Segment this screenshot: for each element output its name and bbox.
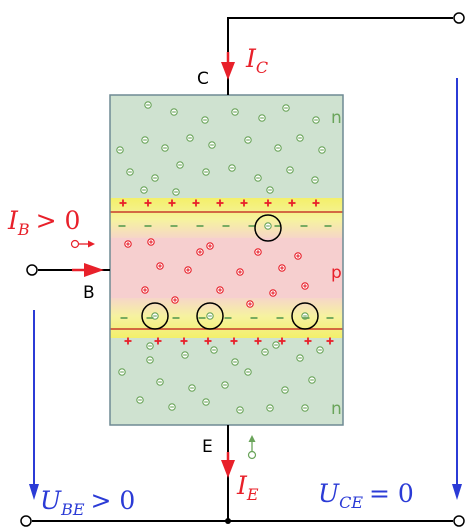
recombination-circle [254,214,282,242]
ground-node [225,518,231,524]
ground-terminal-right [453,515,465,527]
base-current-arrow [72,263,104,277]
collector-wire [227,17,453,95]
collector-terminal [453,12,465,24]
free-electrons [116,101,326,414]
base-current-label: IB> 0 [7,206,80,239]
recombination-circle [291,302,319,330]
n-region-bottom-label: n [331,399,342,419]
collector-current-label: IC [245,44,268,77]
hole-flow-arrow-icon [70,239,95,249]
emitter-current-label: IE [236,471,259,504]
n-region-emitter [110,338,343,425]
recombination-circle [141,302,169,330]
semiconductor-outline [109,94,344,426]
emitter-current-arrow [221,452,235,478]
base-terminal [26,264,38,276]
fixed-negative-charges [118,225,334,319]
p-region-label: p [331,263,342,283]
collector-current-arrow [221,52,235,80]
n-region-collector [110,95,343,198]
recombination-circle [196,302,224,330]
ube-voltage-label: UBE> 0 [40,486,135,519]
holes [124,238,309,308]
collector-label: C [197,69,209,89]
uce-voltage-label: UCE= 0 [318,479,414,512]
fixed-positive-charges [119,199,334,345]
electron-flow-arrow-icon [247,435,257,460]
base-label: B [83,283,95,303]
ground-terminal-left [20,515,32,527]
n-region-top-label: n [331,108,342,128]
emitter-label: E [202,437,213,457]
ube-voltage-arrow [29,310,39,500]
depletion-layer-top [110,198,343,238]
uce-voltage-arrow [452,78,462,500]
